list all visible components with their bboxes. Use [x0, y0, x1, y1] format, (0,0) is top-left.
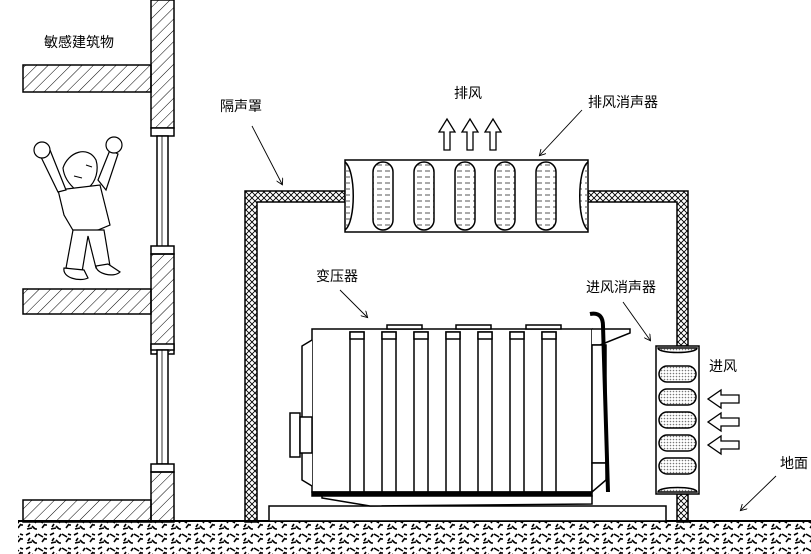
- label-intake-silencer: 进风消声器: [586, 280, 656, 296]
- label-exhaust-silencer: 排风消声器: [588, 95, 658, 111]
- leader-lines: [251, 109, 777, 510]
- exhaust-silencer: [344, 159, 589, 233]
- person-covering-ears: [33, 136, 123, 281]
- intake-silencer: [655, 345, 700, 495]
- up-arrow-icon: [437, 117, 457, 151]
- label-enclosure: 隔声罩: [220, 99, 262, 115]
- up-arrow-icon: [483, 117, 503, 151]
- left-arrow-icon: [706, 388, 740, 410]
- up-arrow-icon: [460, 117, 480, 151]
- label-transformer: 变压器: [316, 269, 358, 285]
- transformer: [268, 311, 667, 522]
- intake-arrows: [706, 388, 740, 456]
- building-section: [22, 0, 175, 523]
- ground: [18, 520, 811, 554]
- left-arrow-icon: [706, 411, 740, 433]
- label-ground: 地面: [780, 456, 808, 472]
- exhaust-arrows: [437, 117, 503, 151]
- label-building: 敏感建筑物: [44, 35, 114, 51]
- label-exhaust: 排风: [454, 86, 482, 102]
- left-arrow-icon: [706, 434, 740, 456]
- label-intake: 进风: [709, 359, 737, 375]
